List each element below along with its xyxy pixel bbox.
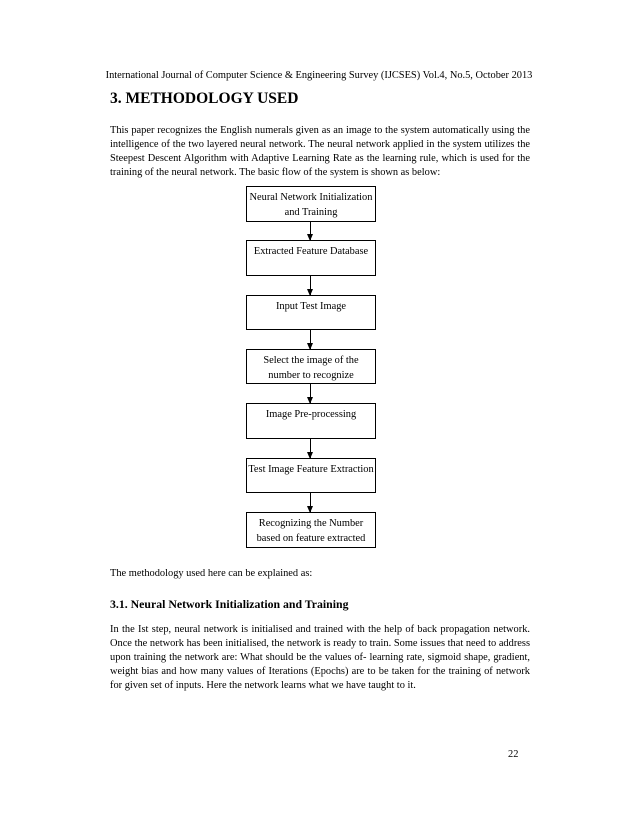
flow-step-input-image: Input Test Image xyxy=(246,295,376,330)
flow-step-label: Select the image of the number to recogn… xyxy=(263,355,359,381)
flow-step-label: Image Pre-processing xyxy=(265,409,357,420)
flow-arrow xyxy=(307,222,313,241)
flow-step-label: Test Image Feature Extraction xyxy=(248,464,374,475)
flow-arrow xyxy=(307,384,313,404)
flow-step-recognize: Recognizing the Number based on feature … xyxy=(246,512,376,548)
flow-arrow xyxy=(307,330,313,350)
flow-step-feature-extraction: Test Image Feature Extraction xyxy=(246,458,376,493)
flow-step-nn-init: Neural Network Initialization and Traini… xyxy=(246,186,376,222)
explanation-lead: The methodology used here can be explain… xyxy=(110,568,313,579)
flow-step-label: Input Test Image xyxy=(275,301,347,312)
section-title: 3. METHODOLOGY USED xyxy=(110,90,299,107)
intro-paragraph: This paper recognizes the English numera… xyxy=(110,125,530,178)
flow-step-feature-db: Extracted Feature Database xyxy=(246,240,376,276)
flow-step-label: Recognizing the Number based on feature … xyxy=(256,518,366,544)
flow-arrow xyxy=(307,493,313,513)
journal-header: International Journal of Computer Scienc… xyxy=(105,70,533,81)
flow-step-label: Neural Network Initialization and Traini… xyxy=(249,192,373,218)
flow-arrow xyxy=(307,439,313,459)
flow-step-label: Extracted Feature Database xyxy=(253,246,369,257)
flow-step-preprocessing: Image Pre-processing xyxy=(246,403,376,439)
subsection-paragraph: In the Ist step, neural network is initi… xyxy=(110,624,530,691)
subsection-title: 3.1. Neural Network Initialization and T… xyxy=(110,597,349,611)
flow-arrow xyxy=(307,276,313,296)
flow-step-select-image: Select the image of the number to recogn… xyxy=(246,349,376,384)
page-number: 22 xyxy=(508,749,519,760)
